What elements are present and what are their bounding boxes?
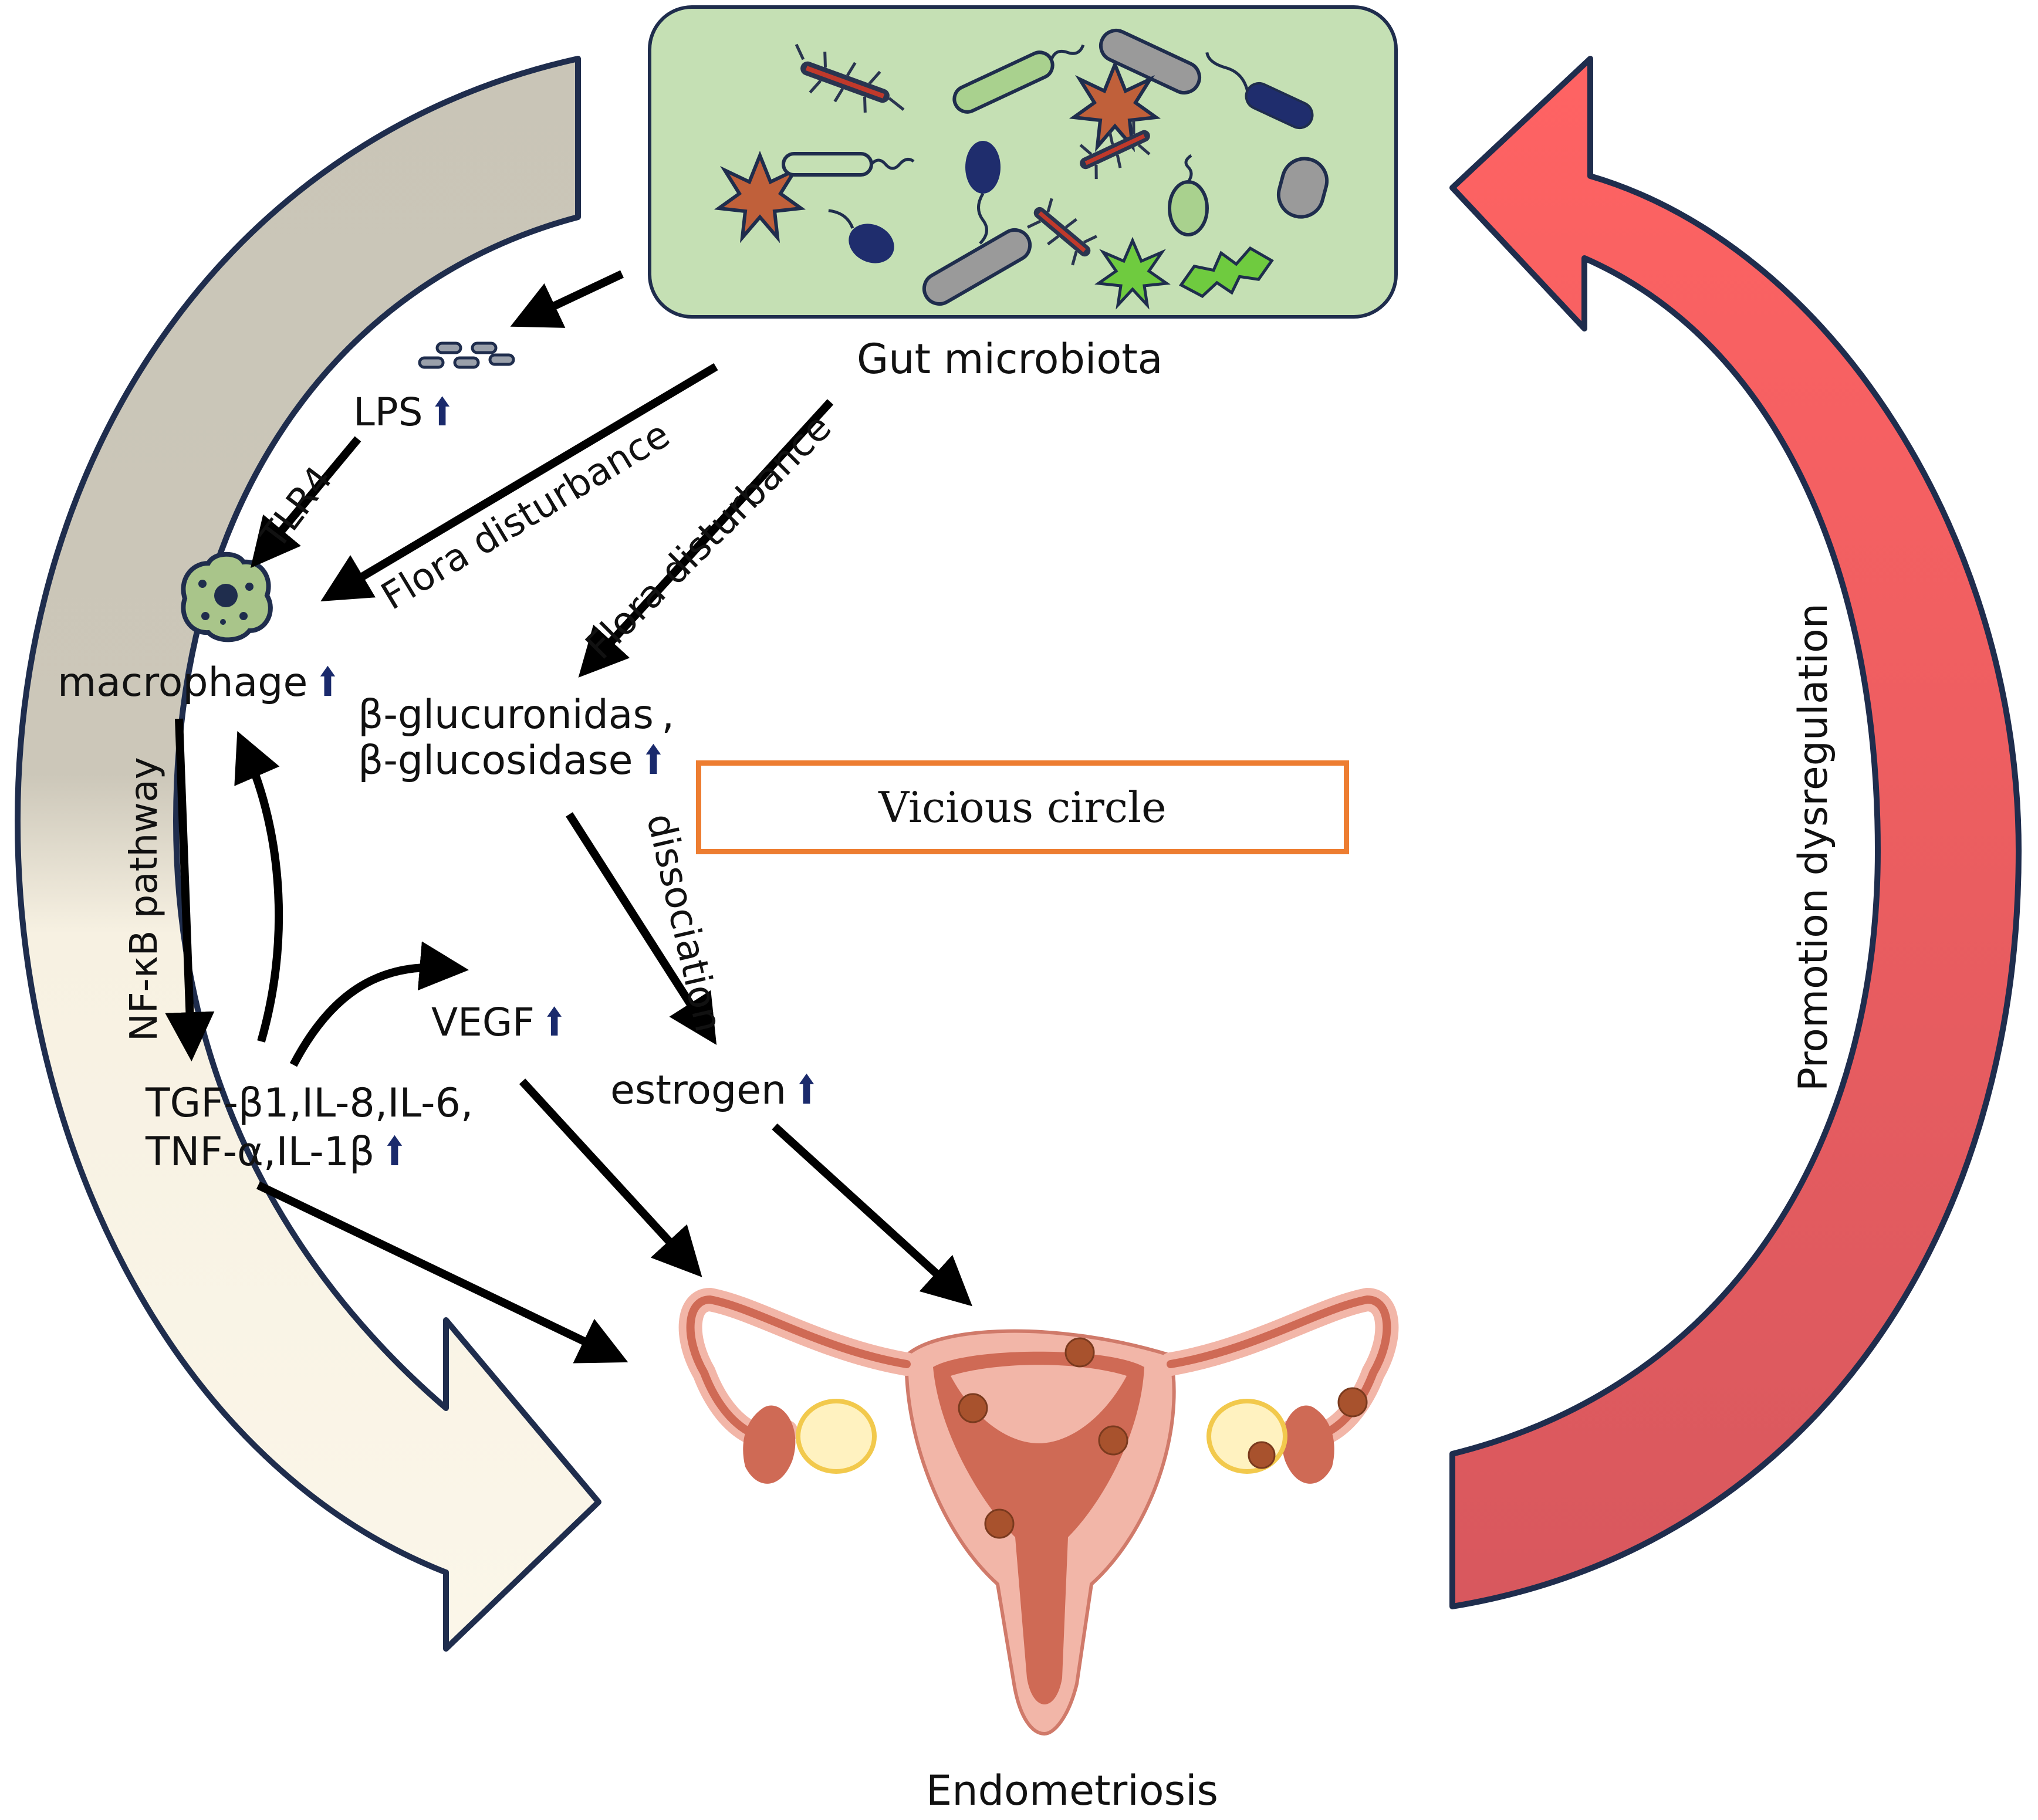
arrow-flora-to-glucuronidase xyxy=(578,399,834,678)
bacteria-icon xyxy=(714,28,1329,310)
glucuronidase-label: β-glucuronidas , xyxy=(358,692,675,738)
up-arrow-icon: ⬆ xyxy=(543,1000,566,1045)
up-arrow-icon: ⬆ xyxy=(431,390,454,435)
uterus-icon xyxy=(678,1287,1399,1736)
cytokines-line-2: TNF-α,IL-1β⬆ xyxy=(146,1129,411,1175)
arrow-gut-to-lps xyxy=(510,270,624,328)
glucosidase-label: β-glucosidase⬆ xyxy=(358,738,670,784)
arrow-flora-to-macrophage xyxy=(320,363,718,602)
arrow-cytokines-to-uterus xyxy=(256,1181,628,1364)
up-arrow-icon: ⬆ xyxy=(641,738,665,784)
estrogen-text: estrogen xyxy=(610,1067,787,1114)
vicious-circle-label: Vicious circle xyxy=(878,783,1167,832)
up-arrow-icon: ⬆ xyxy=(795,1067,819,1114)
nfkb-pathway-label: NF-κB pathway xyxy=(123,757,166,1041)
flow-arrows xyxy=(165,270,973,1364)
cytokines-text: TNF-α,IL-1β xyxy=(146,1129,375,1175)
macrophage-icon xyxy=(181,552,273,642)
estrogen-label: estrogen⬆ xyxy=(610,1067,823,1114)
macrophage-text: macrophage xyxy=(58,659,308,706)
arrow-vegf-to-uterus xyxy=(519,1078,702,1277)
up-arrow-icon: ⬆ xyxy=(383,1129,407,1175)
arrow-cytokines-to-vegf xyxy=(289,941,469,1067)
arrow-cytokines-to-macrophage xyxy=(234,731,283,1043)
glucosidase-text: β-glucosidase xyxy=(358,738,633,784)
lps-molecule-icon xyxy=(418,341,515,369)
vegf-label: VEGF⬆ xyxy=(431,1000,570,1045)
left-cycle-arrow xyxy=(15,56,601,1652)
arrow-estrogen-to-uterus xyxy=(772,1123,973,1307)
right-cycle-arrow xyxy=(1449,56,2022,1609)
lps-text: LPS xyxy=(353,390,423,435)
macrophage-label: macrophage⬆ xyxy=(58,659,344,706)
gut-microbiota-label: Gut microbiota xyxy=(857,335,1163,383)
up-arrow-icon: ⬆ xyxy=(316,659,340,706)
vegf-text: VEGF xyxy=(431,1000,535,1045)
arrow-nfkb-down xyxy=(165,718,215,1062)
arrow-dissociation xyxy=(566,812,717,1046)
lps-label: LPS⬆ xyxy=(353,390,459,435)
arrow-lps-to-macrophage xyxy=(250,436,361,569)
vicious-circle-box: Vicious circle xyxy=(696,760,1349,854)
cytokines-line-1: TGF-β1,IL-8,IL-6, xyxy=(146,1080,474,1126)
promotion-dysregulation-label: Promotion dysregulation xyxy=(1790,603,1837,1091)
endometriosis-label: Endometriosis xyxy=(926,1767,1218,1815)
